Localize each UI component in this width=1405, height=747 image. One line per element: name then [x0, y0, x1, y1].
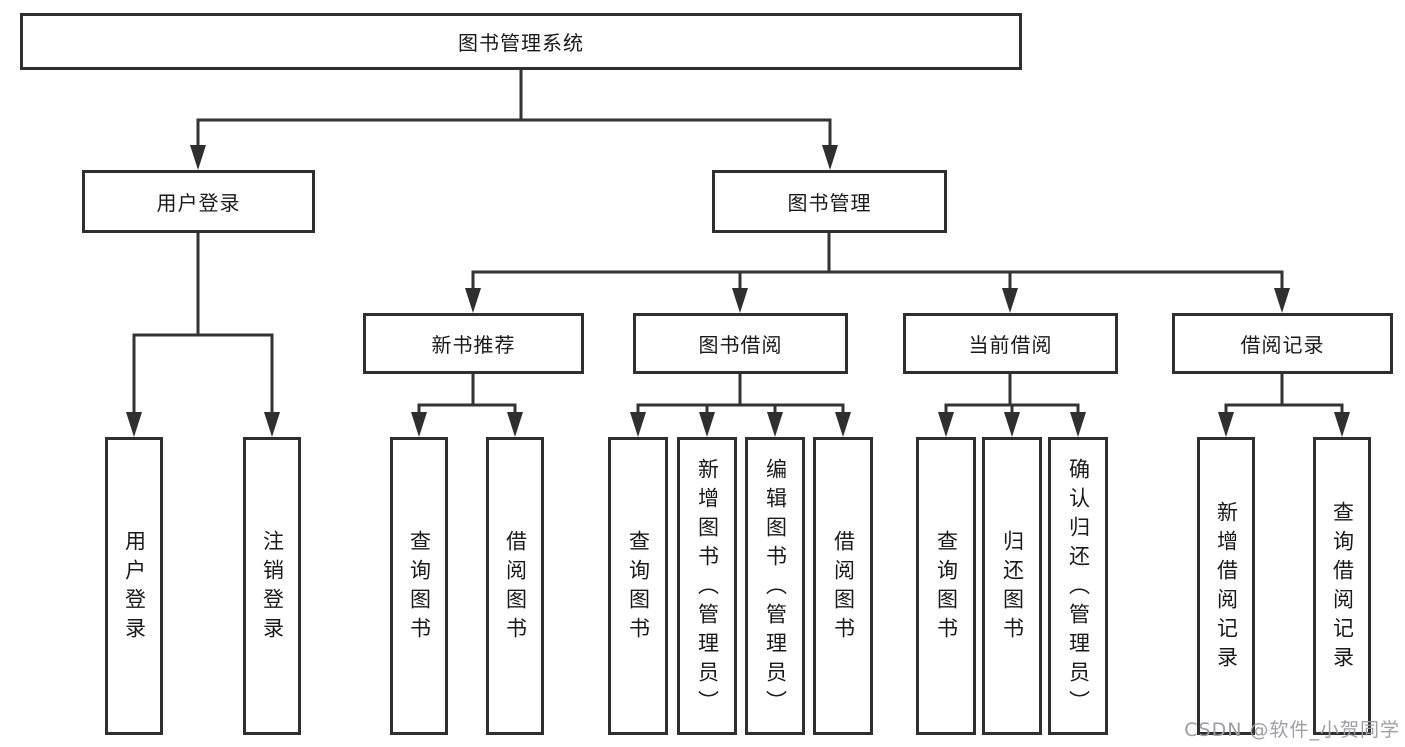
csdn-watermark: CSDN @软件_小贺同学 [1184, 719, 1400, 741]
node-library-management-system: 图书管理系统 [20, 13, 1022, 70]
leaf-logout: 注销登录 [243, 437, 301, 735]
leaf-add-books-admin: 新增图书（管理员） [677, 437, 737, 735]
leaf-user-login: 用户登录 [105, 437, 163, 735]
leaf-query-books-current: 查询图书 [916, 437, 976, 735]
leaf-edit-books-admin: 编辑图书（管理员） [745, 437, 805, 735]
node-borrowing-records: 借阅记录 [1172, 313, 1393, 374]
leaf-query-books-borrow: 查询图书 [608, 437, 668, 735]
node-current-borrowing: 当前借阅 [903, 313, 1118, 374]
leaf-add-borrow-record: 新增借阅记录 [1197, 437, 1255, 735]
node-new-book-recommendation: 新书推荐 [363, 313, 584, 374]
node-book-management: 图书管理 [712, 170, 947, 233]
leaf-confirm-return-admin: 确认归还（管理员） [1048, 437, 1108, 735]
leaf-borrow-books: 借阅图书 [813, 437, 873, 735]
leaf-query-borrow-record: 查询借阅记录 [1313, 437, 1371, 735]
node-book-borrowing: 图书借阅 [633, 313, 848, 374]
leaf-return-books: 归还图书 [982, 437, 1042, 735]
leaf-query-books-recommend: 查询图书 [390, 437, 448, 735]
leaf-borrow-books-recommend: 借阅图书 [486, 437, 544, 735]
node-user-login: 用户登录 [82, 170, 315, 233]
